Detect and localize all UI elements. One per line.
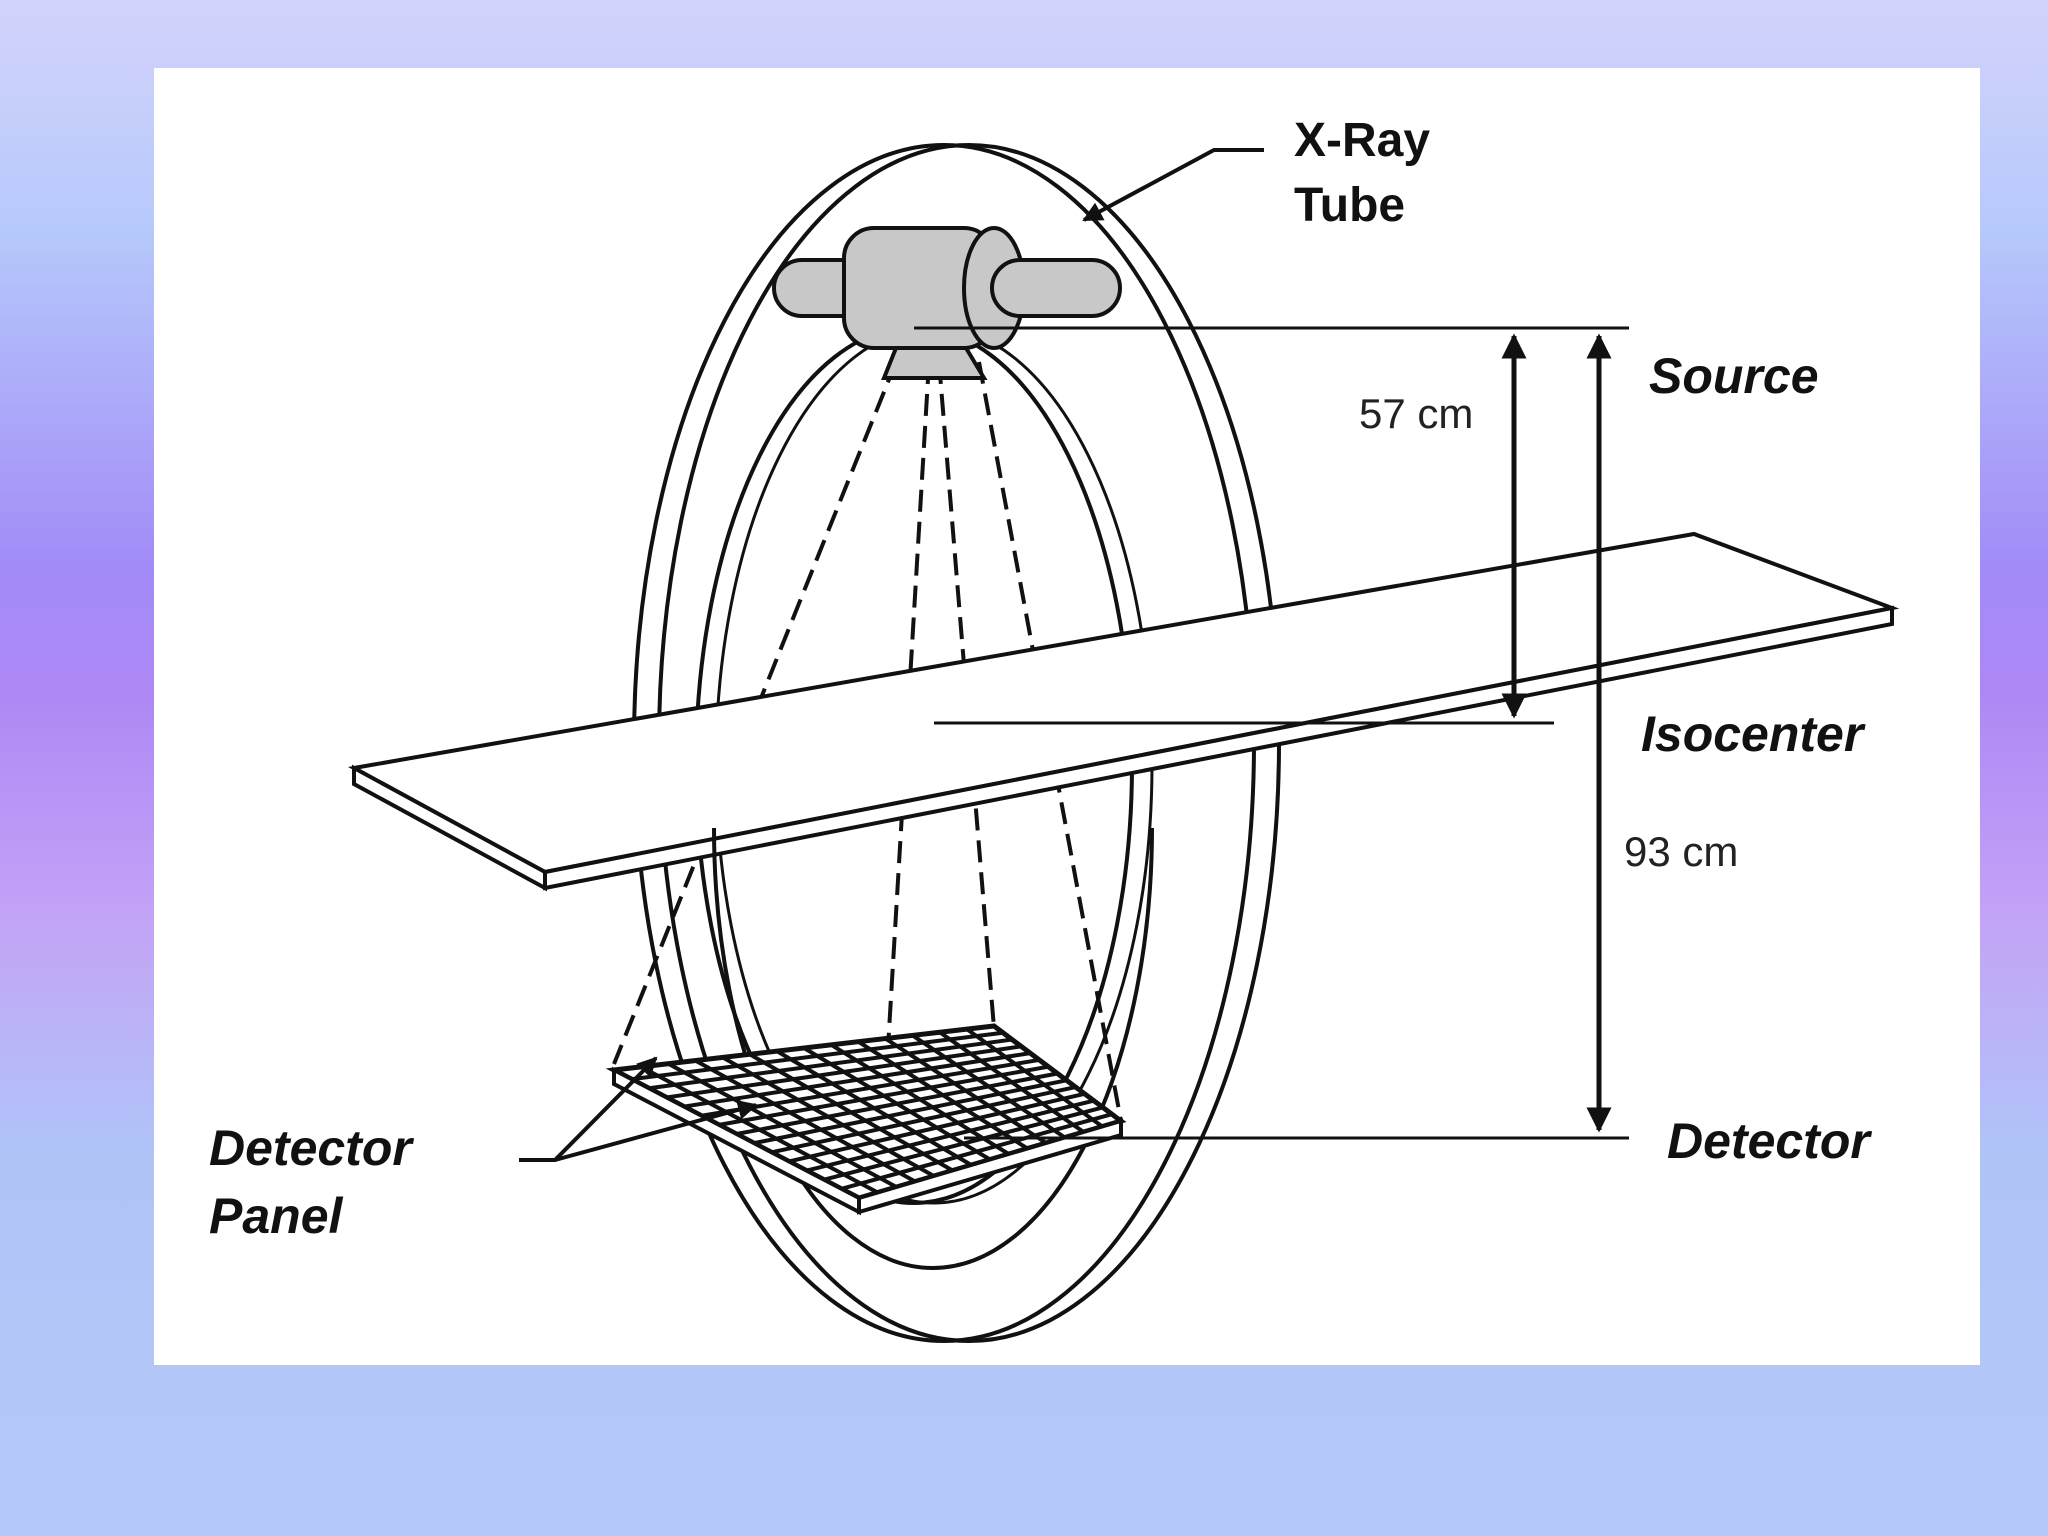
reference-lines [914, 326, 1629, 1140]
distance-57cm-label: 57 cm [1359, 390, 1473, 437]
detector-grid-line [965, 1027, 1104, 1129]
x-ray-tube-icon [772, 226, 1122, 380]
detector-panel [605, 1023, 1127, 1216]
detector-grid-line [736, 1071, 1058, 1136]
detector-panel-pointers [519, 1056, 758, 1162]
detector-grid-line [884, 1036, 1048, 1145]
cbct-gantry-diagram: X-Ray Tube Source Isocenter Detector Det… [209, 114, 1900, 1343]
detector-grid-line [840, 1112, 1113, 1191]
detector-label: Detector [1667, 1113, 1872, 1169]
detector-panel-label-line2: Panel [209, 1188, 344, 1244]
isocenter-label: Isocenter [1641, 706, 1866, 762]
distance-93cm-label: 93 cm [1624, 828, 1738, 875]
xray-tube-pointer [1082, 148, 1264, 222]
detector-grid-line [753, 1078, 1067, 1146]
detector-grid-line [857, 1040, 1029, 1151]
detector-grid-line [806, 1098, 1095, 1173]
detector-panel-label-line1: Detector [209, 1120, 414, 1176]
detector-grid-line [788, 1091, 1086, 1164]
xray-tube-label-line1: X-Ray [1294, 114, 1430, 167]
xray-tube-label-line2: Tube [1294, 179, 1405, 232]
detector-grid-line [823, 1105, 1104, 1182]
slide-canvas: X-Ray Tube Source Isocenter Detector Det… [154, 68, 1980, 1365]
detector-grid-line [771, 1085, 1077, 1155]
detector-grid-line [830, 1043, 1010, 1156]
detector-grid-line [938, 1030, 1085, 1134]
gantry-bore-front-arc [712, 827, 1154, 1271]
detector-grid-line [911, 1033, 1066, 1140]
source-label: Source [1649, 348, 1819, 404]
